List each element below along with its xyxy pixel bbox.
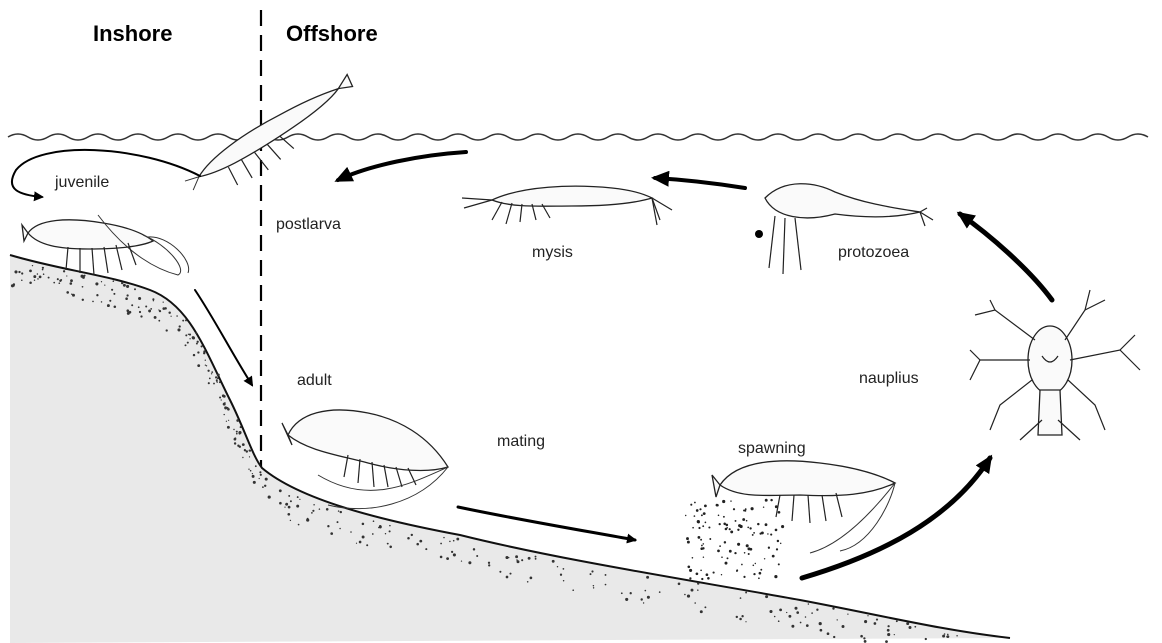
postlarva-label: postlarva (276, 216, 341, 233)
arrow-nauplius-to-protozoea (960, 214, 1052, 300)
mating-label: mating (497, 433, 545, 450)
arrow-protozoea-to-mysis (655, 178, 745, 188)
nauplius-label: nauplius (859, 370, 919, 387)
mysis-label: mysis (532, 244, 573, 261)
mysis-larva (462, 186, 672, 225)
postlarva-shrimp (182, 70, 368, 211)
spawning-shrimp (712, 461, 895, 553)
arrow-adult-to-mating (458, 507, 635, 540)
spawned-eggs (685, 499, 784, 580)
sea-surface-line (8, 134, 1148, 140)
adult-label: adult (297, 372, 332, 389)
juvenile-label: juvenile (54, 174, 109, 191)
nauplius-larva (970, 290, 1140, 440)
offshore-label: Offshore (286, 21, 378, 46)
arrow-mysis-to-postlarva (338, 152, 466, 180)
inshore-label: Inshore (93, 21, 172, 46)
spawning-label: spawning (738, 440, 806, 457)
protozoea-label: protozoea (838, 244, 909, 261)
